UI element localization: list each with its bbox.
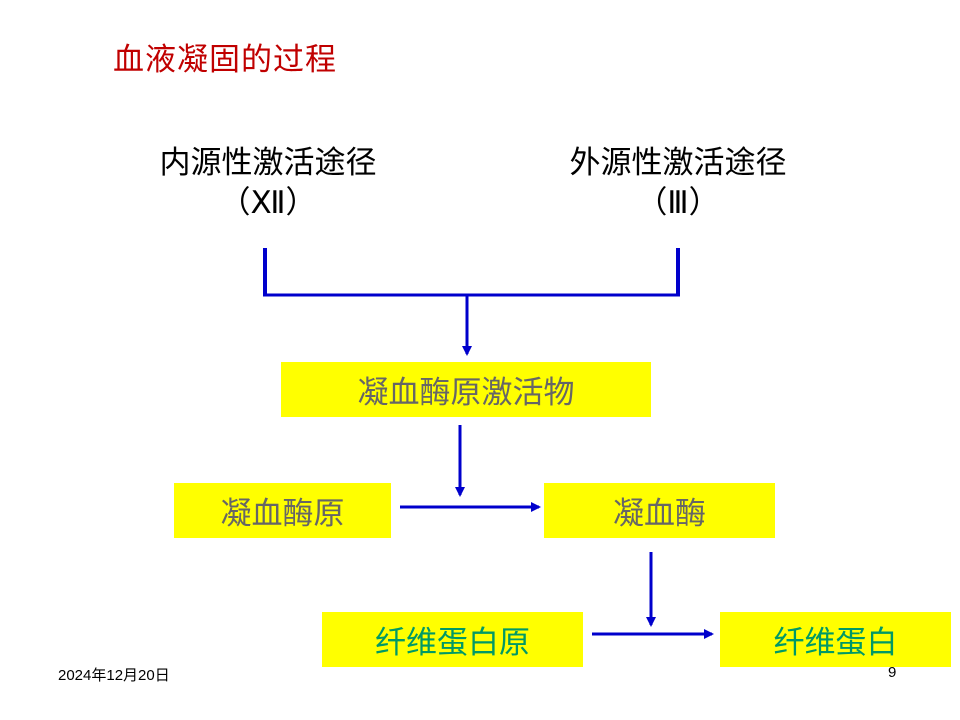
prothrombin-box: 凝血酶原 — [174, 483, 391, 538]
fibrinogen-box: 纤维蛋白原 — [322, 612, 583, 667]
thrombin-box: 凝血酶 — [544, 483, 775, 538]
fibrin-box: 纤维蛋白 — [720, 612, 951, 667]
merge-bracket — [263, 248, 680, 297]
intrinsic-pathway: 内源性激活途径 （Ⅻ） — [118, 143, 418, 223]
extrinsic-pathway-label: 外源性激活途径 — [569, 145, 787, 181]
intrinsic-pathway-factor: （Ⅻ） — [219, 185, 317, 221]
footer-date: 2024年12月20日 — [58, 667, 170, 684]
extrinsic-pathway-factor: （Ⅲ） — [636, 185, 720, 221]
intrinsic-pathway-label: 内源性激活途径 — [159, 145, 377, 181]
activator-box: 凝血酶原激活物 — [281, 362, 651, 417]
page-number: 9 — [888, 664, 897, 681]
extrinsic-pathway: 外源性激活途径 （Ⅲ） — [528, 143, 828, 223]
slide-title: 血液凝固的过程 — [113, 42, 337, 78]
